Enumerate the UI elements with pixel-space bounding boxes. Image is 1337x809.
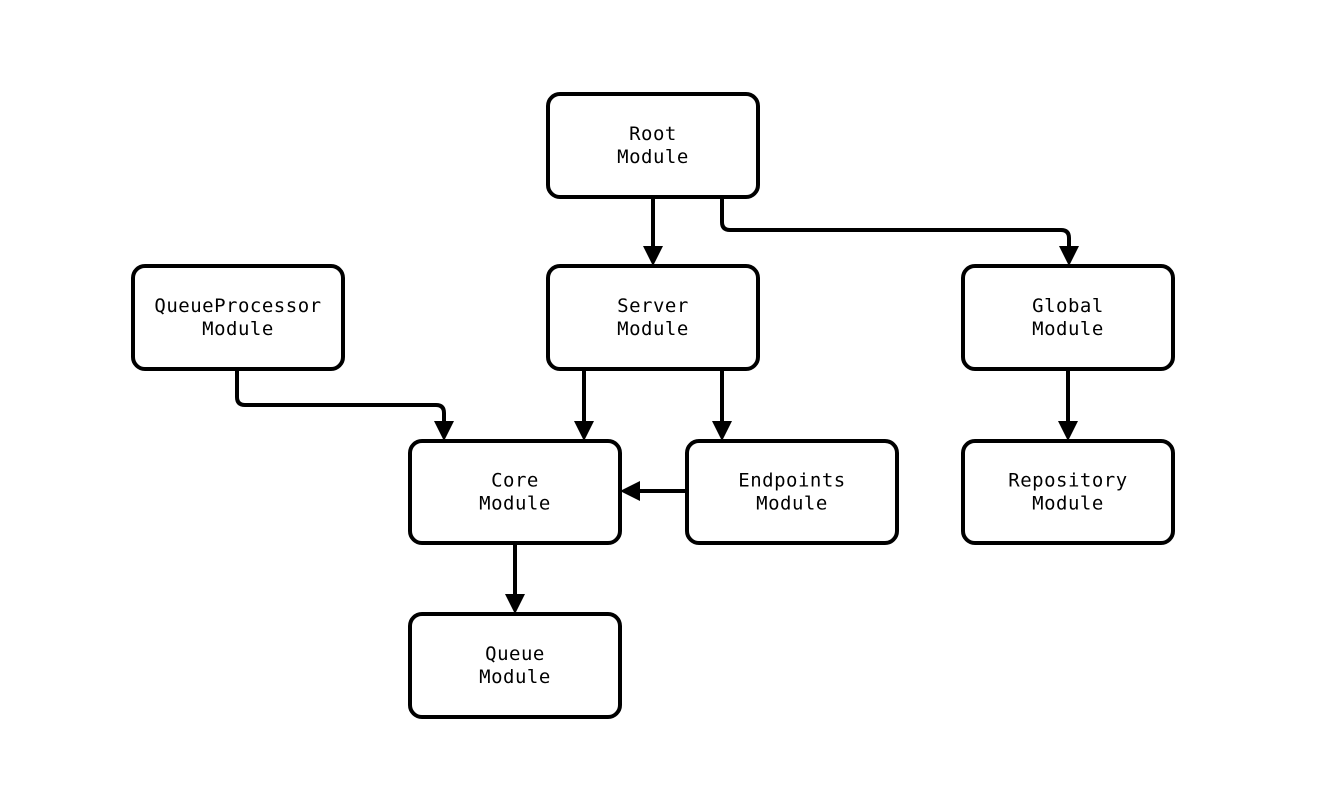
node-label-line2: Module bbox=[479, 493, 551, 515]
node-label-line1: Server bbox=[617, 295, 689, 317]
edge-endpoints-to-core bbox=[620, 481, 687, 501]
node-label-line1: Root bbox=[629, 123, 677, 145]
node-label-line1: Queue bbox=[485, 643, 545, 665]
arrowhead-icon bbox=[643, 246, 663, 266]
node-box[interactable] bbox=[961, 439, 1175, 545]
node-box[interactable] bbox=[408, 612, 622, 719]
arrowhead-icon bbox=[434, 421, 454, 441]
arrowhead-icon bbox=[1058, 421, 1078, 441]
arrowhead-icon bbox=[620, 481, 640, 501]
node-label-line1: QueueProcessor bbox=[154, 295, 321, 317]
node-label-line2: Module bbox=[756, 493, 828, 515]
edges-layer bbox=[235, 197, 1079, 614]
node-box[interactable] bbox=[408, 439, 622, 545]
node-label-line1: Global bbox=[1032, 295, 1104, 317]
arrowhead-icon bbox=[712, 421, 732, 441]
node-label-line1: Endpoints bbox=[738, 470, 845, 492]
node-label-line2: Module bbox=[617, 146, 689, 168]
arrowhead-icon bbox=[1059, 246, 1079, 266]
arrowhead-icon bbox=[505, 594, 525, 614]
edge-line bbox=[235, 369, 446, 427]
node-label-line1: Repository bbox=[1008, 470, 1127, 492]
node-label-line2: Module bbox=[1032, 318, 1104, 340]
node-box[interactable] bbox=[961, 264, 1175, 371]
edge-line bbox=[720, 197, 1071, 252]
edge-global-to-repository bbox=[1058, 369, 1078, 441]
edge-root-to-global bbox=[720, 197, 1079, 266]
edge-server-to-endpoints bbox=[712, 369, 732, 441]
edge-queueprocessor-to-core bbox=[235, 369, 454, 441]
node-label-line2: Module bbox=[202, 318, 274, 340]
arrowhead-icon bbox=[574, 421, 594, 441]
nodes-layer: RootModuleQueueProcessorModuleServerModu… bbox=[131, 92, 1175, 719]
node-box[interactable] bbox=[685, 439, 899, 545]
edge-root-to-server bbox=[643, 197, 663, 266]
node-label-line2: Module bbox=[1032, 493, 1104, 515]
node-box[interactable] bbox=[546, 264, 760, 371]
node-label-line2: Module bbox=[617, 318, 689, 340]
edge-server-to-core bbox=[574, 369, 594, 441]
node-box[interactable] bbox=[546, 92, 760, 199]
node-label-line2: Module bbox=[479, 666, 551, 688]
edge-core-to-queue bbox=[505, 543, 525, 614]
node-box[interactable] bbox=[131, 264, 345, 371]
node-label-line1: Core bbox=[491, 470, 539, 492]
